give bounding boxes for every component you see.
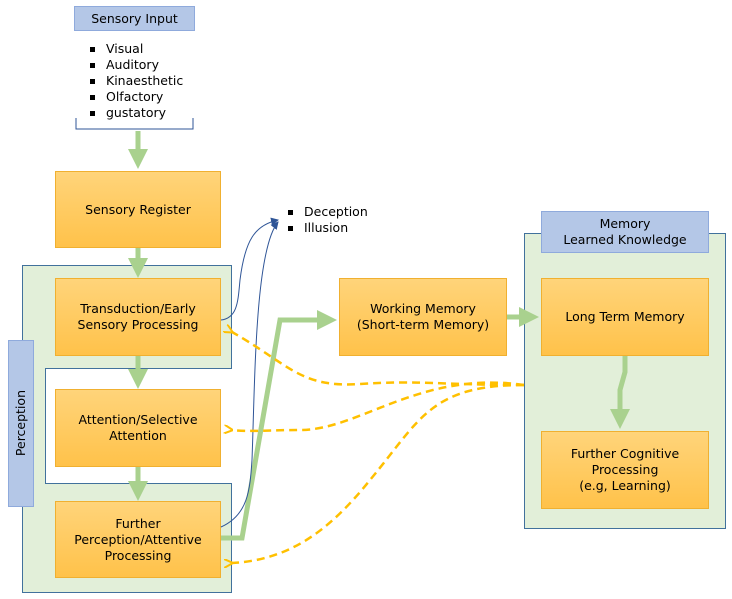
further-cognitive-label-line3: (e.g, Learning) bbox=[579, 478, 671, 493]
side-output-item: Deception bbox=[280, 204, 400, 220]
working-memory-label-line1: Working Memory bbox=[370, 301, 476, 316]
sensory-register-box: Sensory Register bbox=[55, 171, 221, 248]
sensory-register-label: Sensory Register bbox=[85, 201, 191, 217]
attention-box: Attention/Selective Attention bbox=[55, 389, 221, 467]
memory-label: Memory Learned Knowledge bbox=[541, 211, 709, 253]
further-perception-label-line2: Perception/Attentive bbox=[74, 531, 202, 547]
further-cognitive-label-line2: Processing bbox=[591, 462, 659, 477]
further-perception-label-line1: Further bbox=[115, 515, 161, 531]
further-perception-box: Further Perception/Attentive Processing bbox=[55, 501, 221, 578]
further-cognitive-label-line1: Further Cognitive bbox=[570, 446, 680, 461]
further-perception-label-line3: Processing bbox=[104, 547, 172, 563]
attention-label-line2: Attention bbox=[109, 428, 167, 443]
perception-region-step bbox=[45, 368, 46, 484]
transduction-box: Transduction/Early Sensory Processing bbox=[55, 278, 221, 356]
arrow-further-to-deception bbox=[220, 221, 279, 528]
arrow-long-term-to-cognitive bbox=[610, 356, 630, 429]
transduction-label-line1: Transduction/Early bbox=[80, 301, 196, 316]
sensory-input-item: Auditory bbox=[82, 57, 212, 73]
sensory-input-item: Kinaesthetic bbox=[82, 73, 212, 89]
working-memory-box: Working Memory (Short-term Memory) bbox=[339, 278, 507, 356]
side-output-list: Deception Illusion bbox=[280, 204, 400, 236]
memory-label-line2: Learned Knowledge bbox=[563, 232, 687, 247]
further-cognitive-box: Further Cognitive Processing (e.g, Learn… bbox=[541, 431, 709, 509]
sensory-input-item: Olfactory bbox=[82, 89, 212, 105]
arrow-transduction-to-deception bbox=[220, 217, 279, 321]
sensory-input-item: gustatory bbox=[82, 105, 212, 121]
sensory-input-item: Visual bbox=[82, 41, 212, 57]
side-output-item: Illusion bbox=[280, 220, 400, 236]
sensory-input-list: Visual Auditory Kinaesthetic Olfactory g… bbox=[82, 41, 212, 121]
long-term-memory-box: Long Term Memory bbox=[541, 278, 709, 356]
transduction-label-line2: Sensory Processing bbox=[77, 317, 199, 332]
sensory-input-bracket bbox=[75, 118, 194, 130]
feedback-memory-to-attention bbox=[232, 381, 525, 431]
long-term-memory-label: Long Term Memory bbox=[565, 309, 685, 324]
sensory-input-label: Sensory Input bbox=[74, 6, 195, 31]
feedback-memory-to-further bbox=[232, 383, 525, 563]
arrow-further-to-working-memory bbox=[221, 310, 337, 541]
working-memory-label-line2: (Short-term Memory) bbox=[356, 317, 490, 332]
perception-label: Perception bbox=[8, 340, 34, 507]
memory-label-line1: Memory bbox=[599, 216, 651, 231]
attention-label-line1: Attention/Selective bbox=[78, 412, 198, 427]
